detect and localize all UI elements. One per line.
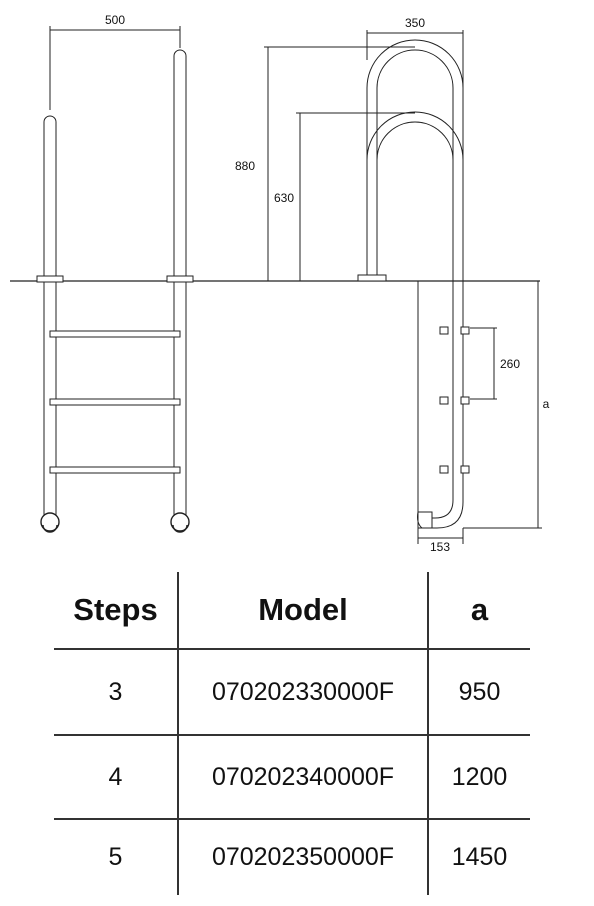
dim-880-label: 880 bbox=[235, 159, 255, 173]
dim-153-label: 153 bbox=[430, 540, 450, 554]
header-steps: Steps bbox=[73, 592, 158, 627]
table-cell-a: 1200 bbox=[451, 762, 508, 791]
side-view-ladder bbox=[264, 30, 542, 544]
dim-260-label: 260 bbox=[500, 357, 520, 371]
header-model: Model bbox=[258, 592, 348, 627]
table-divider bbox=[177, 572, 179, 895]
dim-350-label: 350 bbox=[405, 16, 425, 30]
table-cell-model: 070202340000F bbox=[211, 762, 395, 791]
header-a: a bbox=[470, 592, 489, 627]
dim-a-label: a bbox=[543, 397, 550, 411]
table-cell-a: 950 bbox=[458, 677, 501, 706]
dim-500-label: 500 bbox=[105, 13, 125, 27]
table-cell-model: 070202330000F bbox=[211, 677, 395, 706]
table-cell-steps: 3 bbox=[108, 677, 123, 706]
table-cell-model: 070202350000F bbox=[211, 843, 395, 871]
dim-630-label: 630 bbox=[274, 191, 294, 205]
table-cell-steps: 4 bbox=[108, 762, 123, 791]
table-divider bbox=[54, 818, 530, 820]
table-divider bbox=[54, 648, 530, 650]
pool-ladder-drawing: 500 350 880 630 260 a 153 bbox=[10, 13, 550, 554]
table-cell-a: 1450 bbox=[451, 843, 508, 871]
table-divider bbox=[427, 572, 429, 895]
table-divider bbox=[54, 734, 530, 736]
table-cell-steps: 5 bbox=[108, 843, 123, 871]
front-view-ladder bbox=[36, 26, 194, 533]
